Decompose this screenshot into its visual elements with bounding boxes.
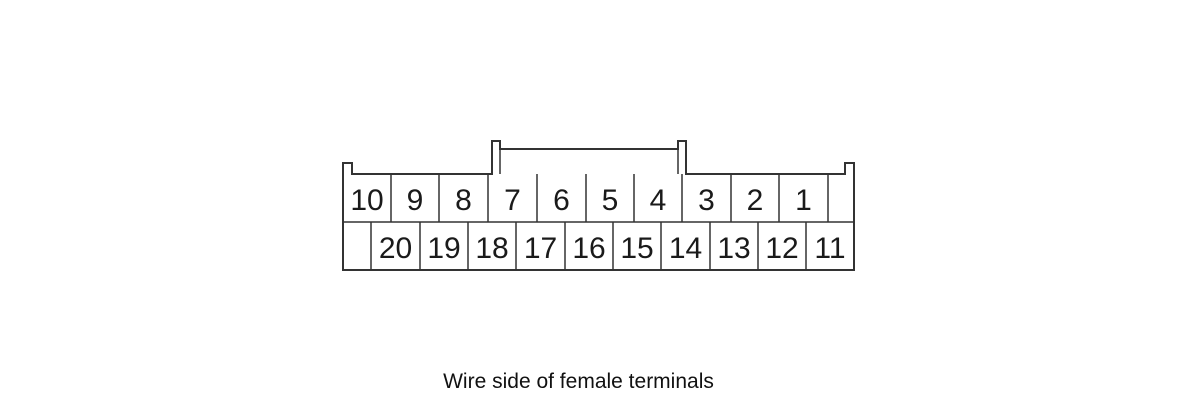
pin-10-label: 10 — [350, 184, 383, 217]
pin-11-label: 11 — [814, 232, 845, 265]
pin-7-label: 7 — [504, 184, 521, 217]
pin-13-label: 13 — [717, 232, 750, 265]
pin-15-label: 15 — [620, 232, 653, 265]
caption: Wire side of female terminals — [443, 370, 714, 393]
pin-2-label: 2 — [747, 184, 764, 217]
pin-9-label: 9 — [407, 184, 424, 217]
pin-6-label: 6 — [553, 184, 570, 217]
pin-20-label: 20 — [379, 232, 412, 265]
pin-4-label: 4 — [650, 184, 667, 217]
pin-18-label: 18 — [475, 232, 508, 265]
pin-17-label: 17 — [524, 232, 557, 265]
pin-14-label: 14 — [669, 232, 702, 265]
pin-19-label: 19 — [427, 232, 460, 265]
pin-12-label: 12 — [765, 232, 798, 265]
pin-1-label: 1 — [795, 184, 812, 217]
pin-8-label: 8 — [455, 184, 472, 217]
pin-3-label: 3 — [698, 184, 715, 217]
pin-16-label: 16 — [572, 232, 605, 265]
pin-5-label: 5 — [602, 184, 619, 217]
